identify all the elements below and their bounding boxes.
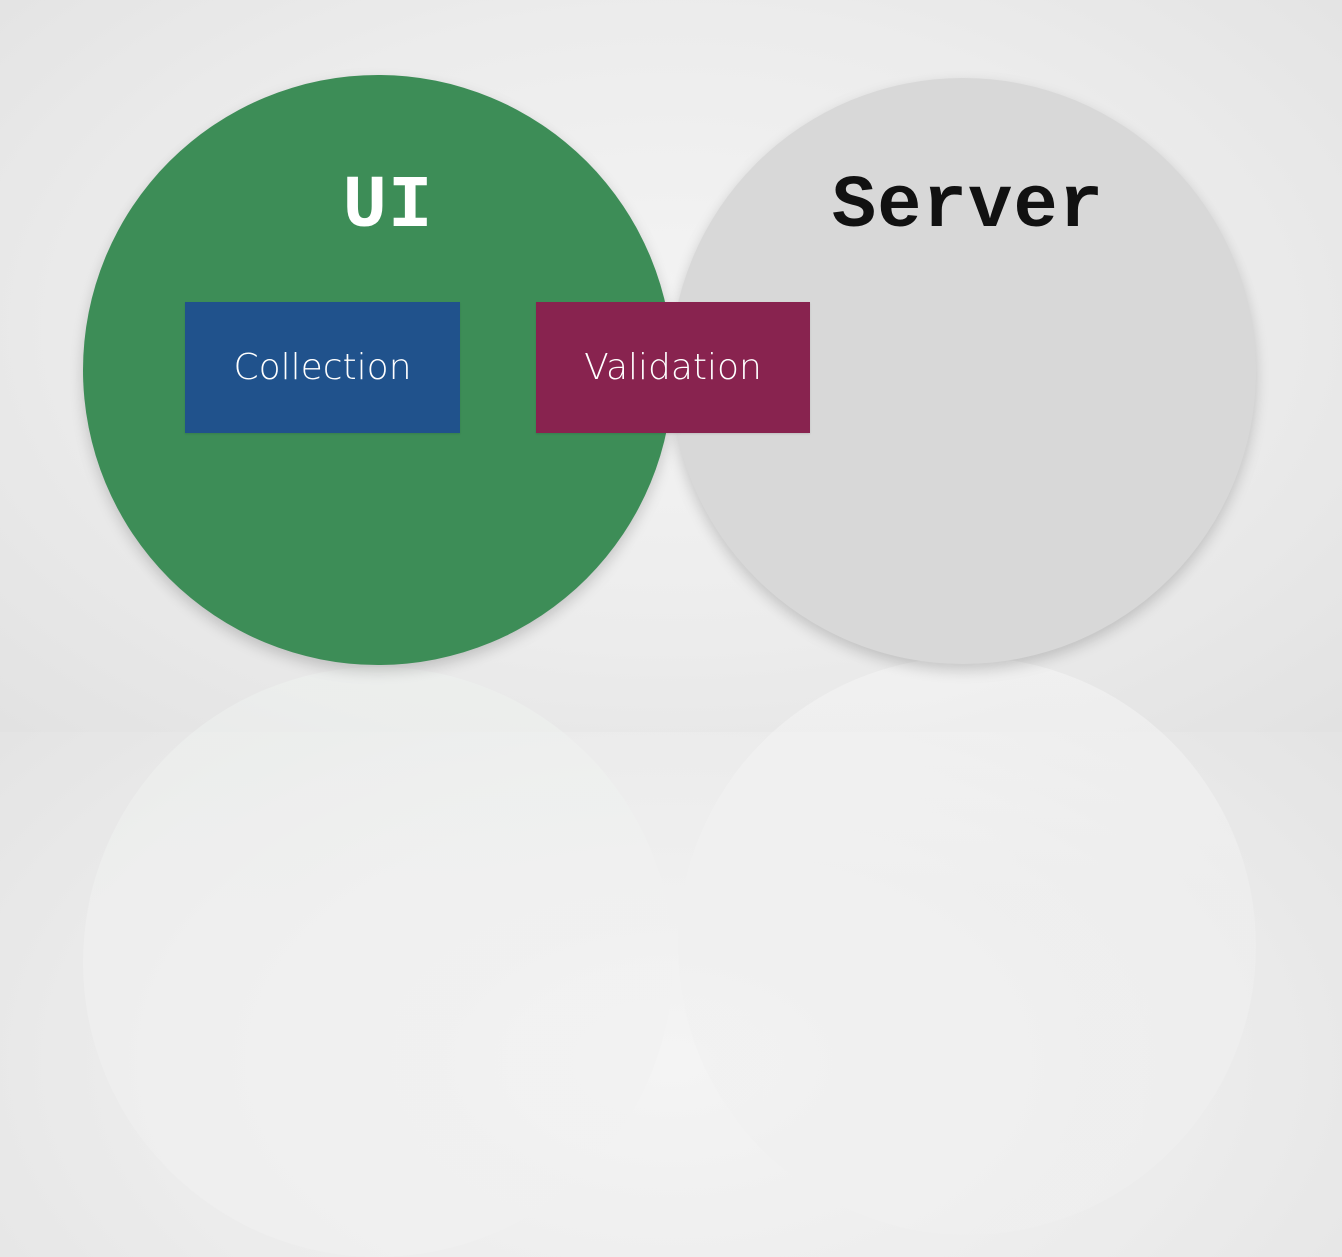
validation-label: Validation [584, 347, 762, 388]
validation-box: Validation [536, 302, 810, 433]
collection-label: Collection [233, 347, 412, 388]
server-circle-title: Server [831, 165, 1105, 249]
slide: UI Server Collection Validation [83, 75, 1256, 1257]
server-circle-reflection [678, 657, 1256, 1235]
ui-circle-title: UI [342, 165, 434, 249]
collection-box: Collection [185, 302, 460, 433]
ui-circle-reflection [83, 667, 673, 1257]
